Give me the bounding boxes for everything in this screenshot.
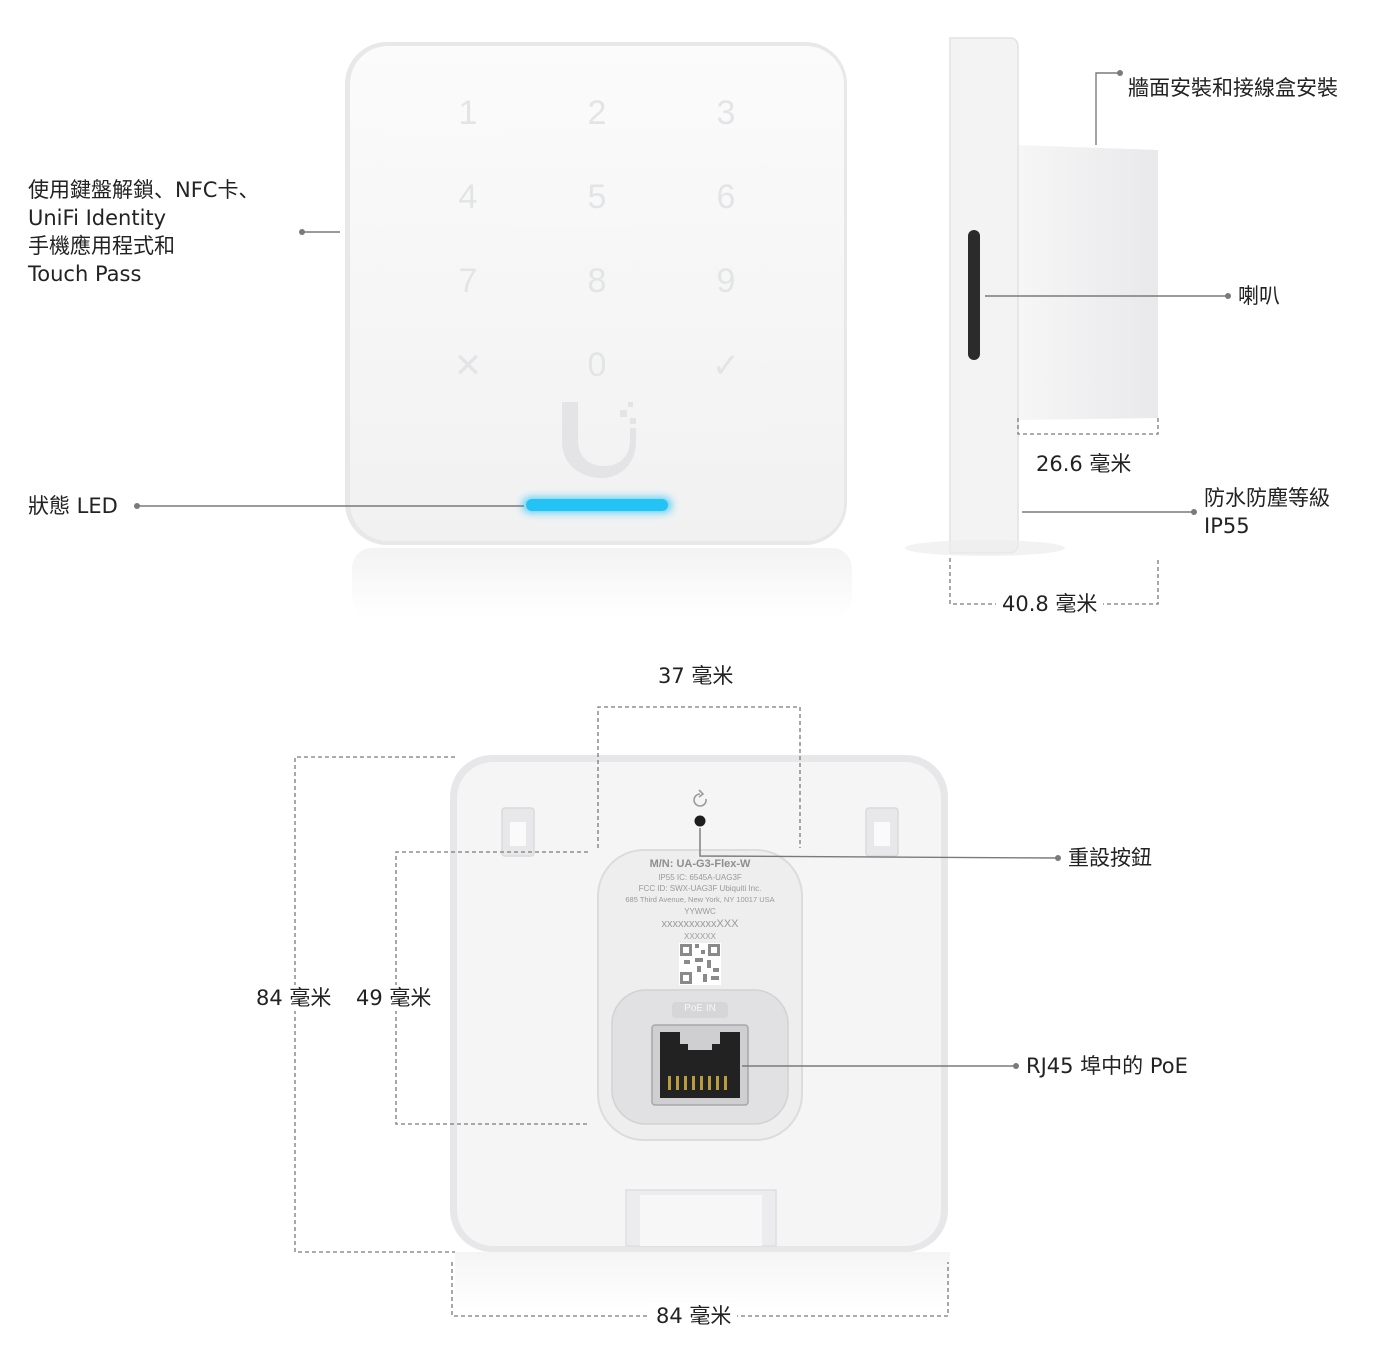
dim-depth-body: 26.6 毫米 bbox=[1030, 451, 1138, 477]
ip-rating-line-1: 防水防塵等級 bbox=[1204, 486, 1330, 510]
poe-badge-label: PoE IN bbox=[684, 1003, 716, 1014]
keypad-key[interactable]: 1 bbox=[458, 94, 478, 132]
refresh-icon bbox=[693, 789, 707, 807]
dim-width-total: 84 毫米 bbox=[650, 1303, 738, 1329]
poe-badge bbox=[672, 1002, 728, 1018]
unifi-logo-icon bbox=[562, 402, 636, 478]
dim-height-back: 49 毫米 bbox=[350, 985, 438, 1011]
front-reflection bbox=[352, 548, 852, 618]
unlock-line-4: Touch Pass bbox=[28, 262, 142, 286]
rear-address: 685 Third Avenue, New York, NY 10017 USA bbox=[625, 895, 775, 904]
side-view bbox=[905, 37, 1158, 556]
reset-button[interactable] bbox=[694, 815, 706, 827]
front-face bbox=[350, 46, 844, 541]
dim-back-width: 37 毫米 bbox=[652, 663, 740, 689]
keypad-key[interactable]: 2 bbox=[587, 94, 607, 132]
unlock-line-3: 手機應用程式和 bbox=[28, 234, 175, 258]
reset-button-label: 重設按鈕 bbox=[1068, 846, 1152, 870]
qr-code-icon bbox=[679, 943, 721, 985]
keypad-key[interactable]: 9 bbox=[716, 262, 736, 300]
dim-depth-total: 40.8 毫米 bbox=[996, 591, 1104, 617]
keypad-key[interactable]: 0 bbox=[587, 346, 607, 384]
keypad-key[interactable]: 3 bbox=[716, 94, 736, 132]
speaker-label: 喇叭 bbox=[1238, 284, 1280, 308]
unlock-methods-label: 使用鍵盤解鎖、NFC卡、 UniFi Identity 手機應用程式和 Touc… bbox=[28, 176, 259, 288]
back-view bbox=[450, 755, 950, 1312]
rear-yywwc: YYWWC bbox=[684, 907, 716, 916]
unlock-line-2: UniFi Identity bbox=[28, 206, 167, 230]
status-led bbox=[526, 499, 668, 511]
dim-height-total: 84 毫米 bbox=[250, 985, 338, 1011]
speaker-slot bbox=[968, 230, 980, 360]
leader-dots bbox=[134, 70, 1231, 1069]
rear-code: XXXXXX bbox=[683, 932, 716, 941]
keypad-key[interactable]: ✓ bbox=[711, 347, 741, 385]
side-mount-box bbox=[1018, 145, 1158, 420]
rear-model: M/N: UA-G3-Flex-W bbox=[649, 858, 751, 870]
rj45-port[interactable] bbox=[651, 1024, 749, 1106]
rear-fcc: FCC ID: SWX-UAG3F Ubiquiti Inc. bbox=[638, 884, 762, 893]
keypad-key[interactable]: 7 bbox=[458, 262, 478, 300]
leader-lines bbox=[138, 72, 1228, 1067]
keypad-key[interactable]: 8 bbox=[587, 262, 607, 300]
rj45-poe-label: RJ45 埠中的 PoE bbox=[1026, 1054, 1188, 1078]
front-view bbox=[345, 42, 852, 618]
ip-rating-line-2: IP55 bbox=[1204, 514, 1250, 538]
unlock-line-1: 使用鍵盤解鎖、NFC卡、 bbox=[28, 178, 260, 202]
keypad-key[interactable]: ✕ bbox=[453, 347, 483, 385]
ip-rating-label: 防水防塵等級 IP55 bbox=[1204, 484, 1330, 540]
back-reflection bbox=[455, 1252, 950, 1312]
wall-mount-label: 牆面安裝和接線盒安裝 bbox=[1128, 76, 1338, 100]
keypad-key[interactable]: 5 bbox=[587, 178, 607, 216]
rear-serial: xxxxxxxxxxXXX bbox=[661, 918, 739, 930]
keypad-key[interactable]: 4 bbox=[458, 178, 478, 216]
keypad-key[interactable]: 6 bbox=[716, 178, 736, 216]
rear-ip-ic: IP55 IC: 6545A-UAG3F bbox=[658, 873, 742, 882]
status-led-label: 狀態 LED bbox=[28, 494, 118, 518]
